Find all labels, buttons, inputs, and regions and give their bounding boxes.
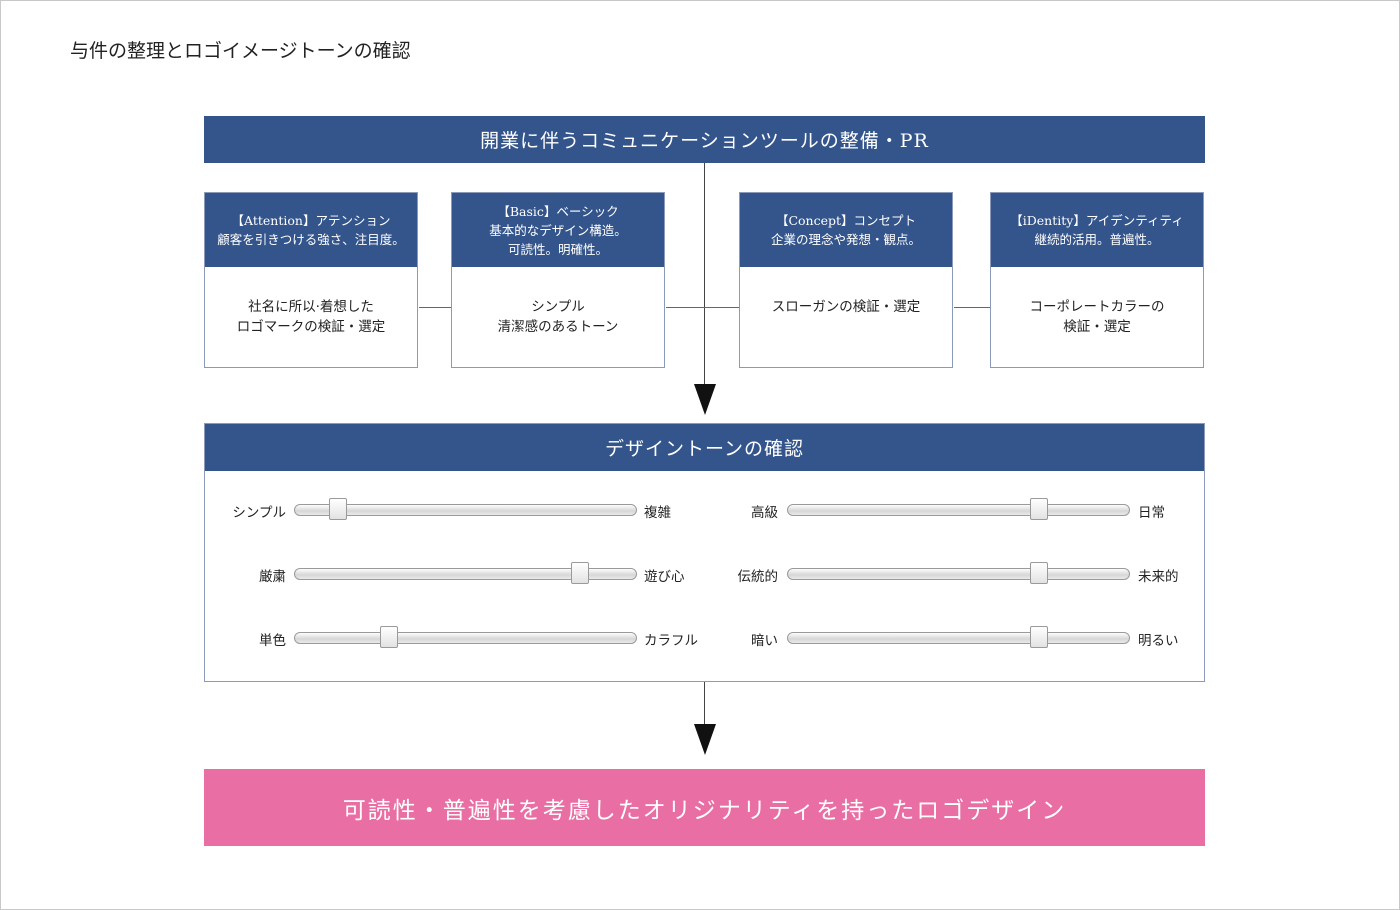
slider-track[interactable] xyxy=(787,568,1130,580)
card-text: ロゴマークの検証・選定 xyxy=(236,319,386,335)
slider-track[interactable] xyxy=(787,632,1130,644)
card-header: 【Attention】アテンション 顧客を引きつける強さ、注目度。 xyxy=(205,193,417,267)
card-text: 社名に所以·着想した xyxy=(248,299,374,315)
tone-slider: シンプル 複雑 xyxy=(0,498,1400,522)
card-text: スローガンの検証・選定 xyxy=(771,299,921,315)
slider-right-label: 明るい xyxy=(1138,633,1179,649)
slider-left-label: 高級 xyxy=(751,505,778,521)
card-attention: 【Attention】アテンション 顧客を引きつける強さ、注目度。 社名に所以·… xyxy=(204,192,418,368)
card-body: 社名に所以·着想した ロゴマークの検証・選定 xyxy=(205,267,417,367)
arrow-down-icon xyxy=(694,384,716,415)
slider-thumb[interactable] xyxy=(329,498,348,520)
card-subheading: 企業の理念や発想・観点。 xyxy=(770,232,921,247)
connector-vertical-bottom xyxy=(704,682,705,726)
card-concept: 【Concept】コンセプト 企業の理念や発想・観点。 スローガンの検証・選定 xyxy=(739,192,953,368)
card-heading: 【Attention】アテンション xyxy=(231,213,391,228)
slider-left-label: シンプル xyxy=(232,505,286,521)
card-subheading: 顧客を引きつける強さ、注目度。 xyxy=(217,232,405,247)
card-text: シンプル xyxy=(531,299,585,315)
slider-track[interactable] xyxy=(294,568,637,580)
slider-right-label: 遊び心 xyxy=(644,569,685,585)
tone-panel-header: デザイントーンの確認 xyxy=(205,424,1204,471)
slider-track[interactable] xyxy=(787,504,1130,516)
card-body: コーポレートカラーの 検証・選定 xyxy=(991,267,1203,367)
slider-left-label: 伝統的 xyxy=(737,569,779,585)
card-text: 検証・選定 xyxy=(1063,319,1131,335)
card-basic: 【Basic】ベーシック 基本的なデザイン構造。 可読性。明確性。 シンプル 清… xyxy=(451,192,665,368)
slider-left-label: 厳粛 xyxy=(259,569,286,585)
slider-thumb[interactable] xyxy=(380,626,399,648)
result-banner: 可読性・普遍性を考慮したオリジナリティを持ったロゴデザイン xyxy=(204,769,1205,846)
slider-thumb[interactable] xyxy=(1030,562,1049,584)
connector-card-3-4 xyxy=(954,307,990,308)
card-subheading: 基本的なデザイン構造。 xyxy=(489,222,627,238)
card-subheading: 継続的活用。普遍性。 xyxy=(1034,232,1160,247)
card-heading: 【Concept】コンセプト xyxy=(775,213,917,228)
card-text: 清潔感のあるトーン xyxy=(497,319,619,335)
slider-right-label: カラフル xyxy=(644,633,698,649)
card-header: 【Concept】コンセプト 企業の理念や発想・観点。 xyxy=(740,193,952,267)
slider-thumb[interactable] xyxy=(571,562,590,584)
tone-slider: 高級 日常 xyxy=(0,498,1400,522)
slider-track[interactable] xyxy=(294,632,637,644)
card-body: スローガンの検証・選定 xyxy=(740,267,952,367)
top-bar: 開業に伴うコミュニケーションツールの整備・PR xyxy=(204,116,1205,163)
card-body: シンプル 清潔感のあるトーン xyxy=(452,267,664,367)
card-subheading: 可読性。明確性。 xyxy=(507,241,608,257)
top-bar-label: 開業に伴うコミュニケーションツールの整備・PR xyxy=(480,130,929,152)
tone-slider: 暗い 明るい xyxy=(0,626,1400,650)
tone-panel-title: デザイントーンの確認 xyxy=(604,438,805,460)
tone-slider: 伝統的 未来的 xyxy=(0,562,1400,586)
arrow-down-icon xyxy=(694,724,716,755)
card-text: コーポレートカラーの xyxy=(1029,299,1165,315)
card-identity: 【iDentity】アイデンティティ 継続的活用。普遍性。 コーポレートカラーの… xyxy=(990,192,1204,368)
slider-right-label: 未来的 xyxy=(1138,569,1179,585)
card-header: 【iDentity】アイデンティティ 継続的活用。普遍性。 xyxy=(991,193,1203,267)
slider-thumb[interactable] xyxy=(1030,498,1049,520)
slider-track[interactable] xyxy=(294,504,637,516)
slider-left-label: 単色 xyxy=(259,633,286,649)
page-title: 与件の整理とロゴイメージトーンの確認 xyxy=(70,40,411,62)
card-heading: 【iDentity】アイデンティティ xyxy=(1010,213,1184,228)
connector-card-1-2 xyxy=(419,307,451,308)
card-heading: 【Basic】ベーシック xyxy=(497,203,619,219)
slider-right-label: 日常 xyxy=(1138,505,1165,521)
connector-card-2-3 xyxy=(666,307,739,308)
slider-right-label: 複雑 xyxy=(644,505,671,521)
tone-slider: 単色 カラフル xyxy=(0,626,1400,650)
slider-left-label: 暗い xyxy=(751,633,778,649)
result-label: 可読性・普遍性を考慮したオリジナリティを持ったロゴデザイン xyxy=(342,797,1067,824)
card-header: 【Basic】ベーシック 基本的なデザイン構造。 可読性。明確性。 xyxy=(452,193,664,267)
slider-thumb[interactable] xyxy=(1030,626,1049,648)
connector-vertical-top xyxy=(704,163,705,388)
tone-slider: 厳粛 遊び心 xyxy=(0,562,1400,586)
